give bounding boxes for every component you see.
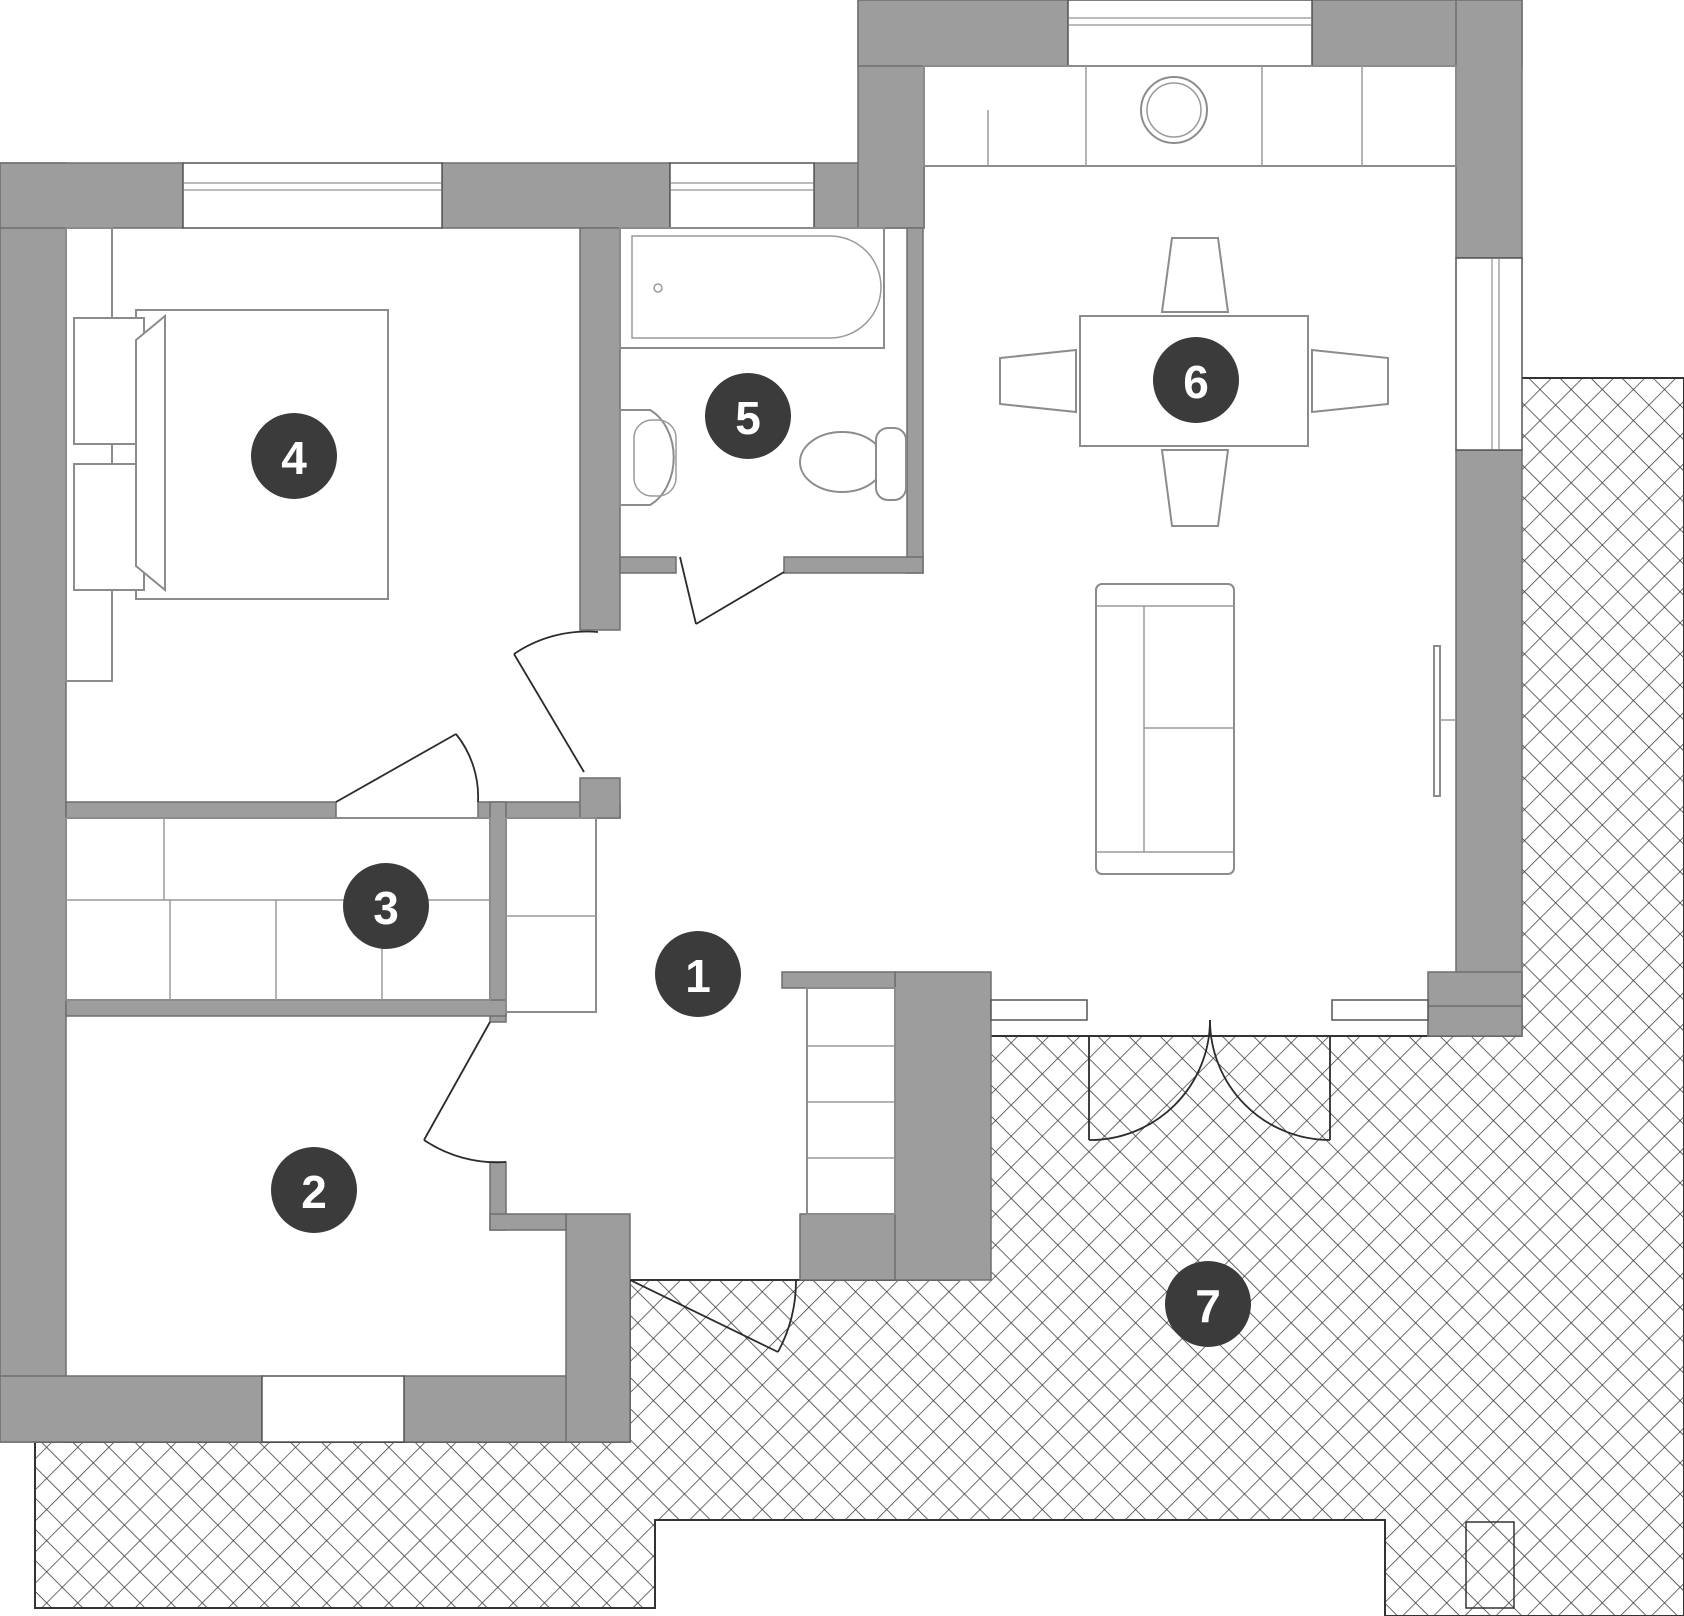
door-terrace (1088, 1019, 1331, 1141)
room-badge-7: 7 (1165, 1261, 1251, 1347)
bed (65, 227, 389, 682)
window-bedroom (182, 162, 443, 229)
room-label-7: 7 (1195, 1280, 1221, 1332)
room-label-3: 3 (373, 882, 399, 934)
room-badge-1: 1 (655, 931, 741, 1017)
window-living-right (1455, 257, 1523, 451)
room-badge-4: 4 (251, 413, 337, 499)
exterior-walls (0, 0, 1523, 1443)
terrace-door-frames (990, 999, 1429, 1021)
room-badge-2: 2 (271, 1147, 357, 1233)
window-kitchen (1067, 0, 1313, 67)
door-entrance (629, 1279, 797, 1353)
window-bathroom (669, 162, 815, 229)
shoe-rack (806, 987, 896, 1215)
kitchen-counter (923, 65, 1457, 167)
room-badge-5: 5 (705, 373, 791, 459)
toilet (799, 427, 907, 501)
room-badge-6: 6 (1153, 337, 1239, 423)
room-badge-3: 3 (343, 863, 429, 949)
hall-cabinet (505, 817, 597, 1013)
bathtub (619, 227, 885, 349)
room-label-1: 1 (685, 950, 711, 1002)
room-label-5: 5 (735, 392, 761, 444)
room-label-2: 2 (301, 1166, 327, 1218)
dining-table (999, 237, 1389, 527)
sofa (1095, 583, 1235, 875)
room-label-4: 4 (281, 432, 307, 484)
room-label-6: 6 (1183, 356, 1209, 408)
window-room2 (261, 1375, 405, 1443)
washbasin (619, 409, 677, 506)
doors (335, 556, 1331, 1353)
terrace-post (1465, 1521, 1515, 1609)
door-wardrobe (335, 733, 479, 803)
door-bedroom (513, 630, 599, 773)
door-bathroom (679, 556, 785, 625)
interior-walls (65, 227, 924, 1231)
door-room2 (423, 1021, 507, 1164)
tv (1433, 645, 1456, 797)
windows (182, 0, 1523, 1443)
